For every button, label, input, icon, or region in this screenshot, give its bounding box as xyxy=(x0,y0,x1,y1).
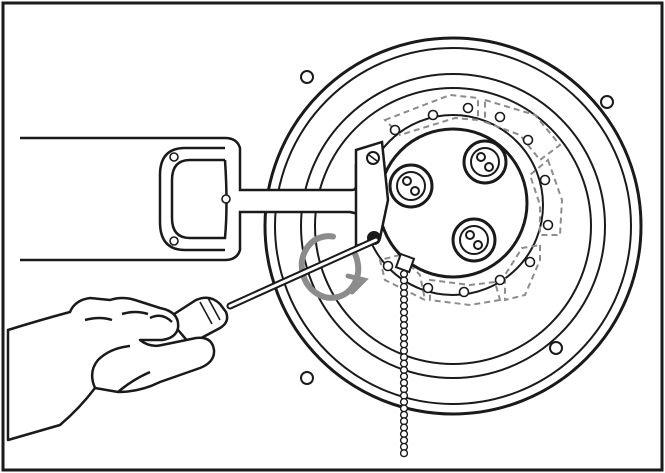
screwdriver-handle xyxy=(166,296,229,346)
bracket-hole xyxy=(169,236,179,246)
bracket-hole xyxy=(221,194,231,204)
socket-left xyxy=(388,163,434,209)
ring-terminal-hole xyxy=(494,274,506,286)
pad-segment xyxy=(528,158,564,236)
ball-chain xyxy=(394,252,416,274)
socket-top-right xyxy=(462,139,508,185)
socket-bottom-right xyxy=(451,217,497,263)
support-bracket-arm xyxy=(20,136,390,262)
ring-terminal-hole xyxy=(389,124,401,136)
pad-segment xyxy=(429,278,502,307)
pad-segment xyxy=(378,253,427,302)
pad-segment xyxy=(504,243,541,302)
chain-beads xyxy=(399,269,409,458)
bolt-hole-top-right xyxy=(600,95,614,109)
bolt-hole-bottom-right xyxy=(549,341,563,355)
screwdriver xyxy=(166,236,380,346)
ring-terminal-hole xyxy=(524,256,536,268)
chain-bead xyxy=(399,449,409,458)
ring-terminal-hole xyxy=(494,111,506,123)
ring-terminal-hole xyxy=(427,109,439,121)
pad-segment xyxy=(484,98,562,162)
flange-bolt-holes xyxy=(300,70,614,385)
ring-terminal-hole xyxy=(458,286,470,298)
ring-terminal-hole xyxy=(522,134,534,146)
ring-terminal-hole xyxy=(542,219,554,231)
bolt-hole-top-left xyxy=(300,70,314,84)
bracket-hole xyxy=(169,152,179,162)
bolt-hole-bottom-left xyxy=(300,371,314,385)
pad-segment xyxy=(383,93,479,137)
socket-receptacles xyxy=(388,139,508,263)
hand xyxy=(6,296,216,442)
segmented-terminal-ring xyxy=(362,93,564,307)
ring-terminal-hole xyxy=(422,282,434,294)
ring-terminal-hole xyxy=(382,260,394,272)
ring-terminal-hole xyxy=(539,174,551,186)
ring-terminal-hole xyxy=(462,102,474,114)
